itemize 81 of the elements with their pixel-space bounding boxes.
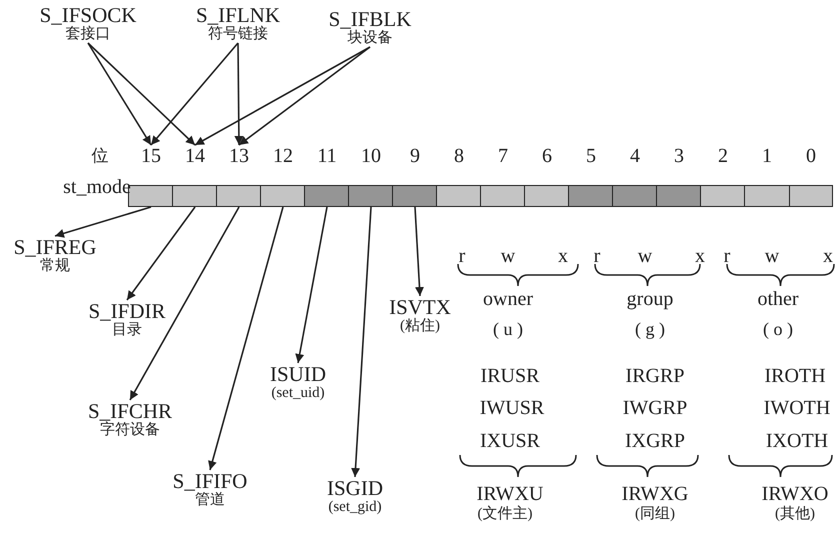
permission-constant: IXUSR [480,430,540,452]
arrow [87,42,196,146]
permission-letter: r [724,245,730,267]
permission-letter: r [594,245,600,267]
bit-number: 7 [498,145,508,167]
bit-number: 12 [273,145,293,167]
flag-description: 目录 [112,322,142,339]
permission-letter: w [500,245,516,267]
bit-label: 位 [92,145,108,167]
arrow [414,206,424,296]
flag-description: 符号链接 [208,26,268,43]
arrow [129,206,240,400]
flag-description: (set_gid) [328,499,382,516]
flag-name: ISVTX [389,296,451,318]
arrow [295,206,328,364]
flag-name: S_IFLNK [196,4,280,26]
class-abbreviation: ( u ) [493,318,523,340]
bit-number: 6 [542,145,552,167]
permission-constant: IXOTH [766,430,828,452]
bit-number: 5 [586,145,596,167]
permission-letter: x [823,245,833,267]
flag-description: 管道 [195,492,225,509]
flag-description: (set_uid) [271,385,325,402]
flag-description: (粘住) [400,318,440,335]
class-abbreviation: ( o ) [763,318,793,340]
arrow [238,46,370,146]
arrow [351,206,372,478]
mask-description: (文件主) [478,506,532,523]
permission-letter: x [695,245,705,267]
flag-name: S_IFBLK [328,8,412,30]
bit-number: 1 [762,145,772,167]
mask-constant: IRWXU [476,483,544,505]
permission-constant: IRGRP [626,365,684,387]
bit-number: 3 [674,145,684,167]
permission-constant: IWGRP [622,397,688,419]
arrow [87,42,152,146]
permission-constant: IROTH [764,365,826,387]
flag-name: S_IFREG [14,236,96,258]
bit-number: 8 [454,145,464,167]
class-name: owner [483,288,533,310]
mask-description: (同组) [635,506,675,523]
arrow [150,42,239,146]
bit-number: 0 [806,145,816,167]
flag-description: 块设备 [348,30,392,47]
flag-description: 字符设备 [100,422,160,439]
arrow [126,206,196,300]
flag-description: 常规 [40,258,70,275]
class-name: group [626,288,674,310]
permission-letter: x [558,245,568,267]
permission-letter: w [764,245,780,267]
bit-number: 13 [229,145,249,167]
arrow [234,43,244,145]
bit-number: 2 [718,145,728,167]
class-abbreviation: ( g ) [635,318,665,340]
permission-constant: IXGRP [625,430,685,452]
bit-number: 10 [361,145,381,167]
mask-constant: IRWXG [622,483,688,505]
permission-constant: IRUSR [480,365,540,387]
register-name: st_mode [63,176,131,198]
bit-number: 11 [317,145,337,167]
flag-name: S_IFCHR [88,400,172,422]
arrow [194,46,370,146]
permission-constant: IWUSR [480,397,544,419]
permission-letter: r [458,245,466,267]
arrow [54,206,152,238]
flag-name: S_IFDIR [88,300,166,322]
class-name: other [757,288,799,310]
bit-number: 9 [410,145,420,167]
flag-name: ISUID [270,363,326,385]
bit-number: 15 [141,145,161,167]
bit-number: 4 [630,145,640,167]
flag-name: S_IFIFO [172,470,248,492]
flag-name: S_IFSOCK [40,4,136,26]
permission-constant: IWOTH [764,397,830,419]
flag-name: ISGID [327,477,383,499]
permission-letter: w [638,245,652,267]
mask-description: (其他) [775,506,815,523]
mask-constant: IRWXO [762,483,828,505]
bit-number: 14 [185,145,205,167]
arrow [208,206,284,470]
flag-description: 套接口 [66,26,110,43]
